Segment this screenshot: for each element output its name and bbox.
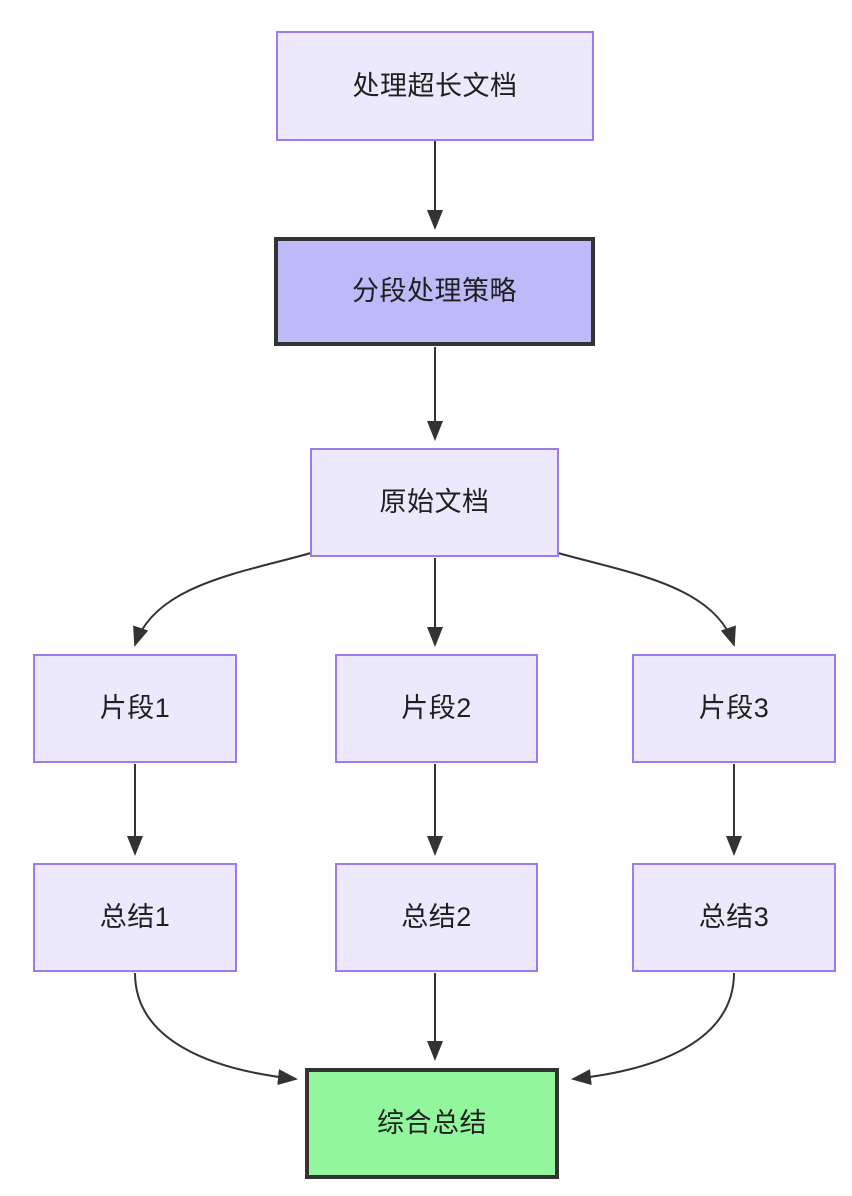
node-label: 综合总结 — [377, 1108, 487, 1139]
edge-sum1-to-final — [134, 972, 298, 1086]
node-label: 分段处理策略 — [352, 276, 517, 307]
node-fragment-2[interactable]: 片段2 — [335, 654, 538, 763]
node-summary-1[interactable]: 总结1 — [33, 863, 237, 972]
node-label: 总结2 — [401, 902, 472, 933]
edge-source-to-frag1 — [133, 552, 312, 647]
edge-sum3-to-final — [571, 972, 735, 1086]
node-chunking-strategy[interactable]: 分段处理策略 — [274, 237, 595, 346]
node-label: 片段2 — [401, 693, 472, 724]
node-fragment-3[interactable]: 片段3 — [632, 654, 836, 763]
node-fragment-1[interactable]: 片段1 — [33, 654, 237, 763]
node-label: 总结1 — [99, 902, 171, 933]
node-summary-2[interactable]: 总结2 — [335, 863, 538, 972]
node-label: 片段1 — [99, 693, 171, 724]
node-combined-summary[interactable]: 综合总结 — [305, 1068, 559, 1179]
node-process-long-document[interactable]: 处理超长文档 — [276, 31, 594, 141]
edge-source-to-frag3 — [557, 552, 736, 647]
node-summary-3[interactable]: 总结3 — [632, 863, 836, 972]
node-label: 总结3 — [698, 902, 770, 933]
node-label: 处理超长文档 — [352, 70, 518, 101]
node-label: 原始文档 — [379, 487, 490, 518]
node-source-document[interactable]: 原始文档 — [310, 448, 559, 557]
node-label: 片段3 — [698, 693, 770, 724]
